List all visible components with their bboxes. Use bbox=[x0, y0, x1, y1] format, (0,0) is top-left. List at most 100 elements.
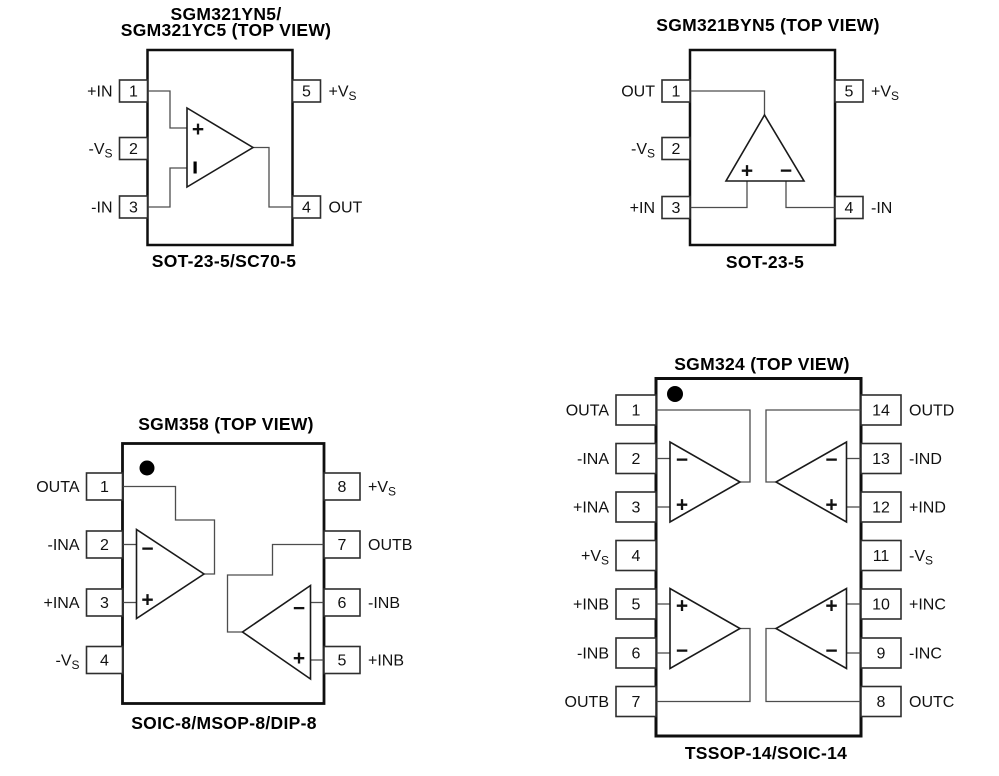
pin-5-box bbox=[615, 588, 657, 620]
pin-5-box bbox=[834, 79, 864, 103]
noninverting-input-marker: + bbox=[141, 589, 153, 612]
pin-5-label: +VS bbox=[329, 84, 357, 104]
connection-wire bbox=[765, 627, 861, 703]
pin-2-box bbox=[615, 442, 657, 475]
pin-3-box bbox=[615, 491, 657, 523]
pin-11-label: -VS bbox=[909, 548, 933, 568]
pin-1-number: 1 bbox=[672, 84, 681, 101]
opamp-triangle bbox=[774, 587, 848, 670]
pin-2-box bbox=[661, 136, 691, 161]
opamp-triangle bbox=[241, 583, 312, 681]
pin-3-label: -IN bbox=[91, 200, 112, 217]
pin-7-number: 7 bbox=[632, 694, 641, 711]
title-line: SGM358 (TOP VIEW) bbox=[138, 414, 314, 434]
package-caption-soic8-msop8-dip8: SOIC-8/MSOP-8/DIP-8 bbox=[131, 713, 317, 733]
inverting-input-marker: − bbox=[141, 538, 153, 561]
pin-1-box bbox=[661, 79, 691, 103]
package-caption-tssop14-soic14: TSSOP-14/SOIC-14 bbox=[684, 743, 848, 763]
pin-4-box bbox=[291, 195, 322, 219]
noninverting-input-marker: + bbox=[676, 494, 688, 517]
noninverting-input-marker: + bbox=[192, 118, 204, 141]
pin-13-box bbox=[860, 442, 902, 475]
pin-7-number: 7 bbox=[338, 537, 347, 554]
package-body bbox=[654, 377, 863, 738]
pin-1-label: +IN bbox=[87, 84, 112, 101]
pin-6-box bbox=[615, 637, 657, 669]
pin-1-number: 1 bbox=[129, 84, 138, 101]
pin1-indicator-dot bbox=[667, 386, 683, 402]
pin-3-label: +INA bbox=[43, 595, 79, 612]
pin-9-number: 9 bbox=[877, 646, 886, 663]
diagram-sgm324-title: SGM324 (TOP VIEW) bbox=[674, 354, 850, 374]
pin-1-label: OUT bbox=[621, 84, 655, 101]
opamp-triangle bbox=[135, 528, 206, 620]
pin-8-label: OUTC bbox=[909, 694, 954, 711]
pin-4-box bbox=[615, 539, 657, 572]
pin-3-box bbox=[118, 195, 149, 219]
connection-wire bbox=[785, 181, 835, 209]
connection-wire bbox=[656, 409, 751, 483]
pin-1-label: OUTA bbox=[566, 403, 610, 420]
pin-7-label: OUTB bbox=[368, 537, 412, 554]
pin-5-number: 5 bbox=[845, 84, 854, 101]
pin-1-number: 1 bbox=[632, 403, 641, 420]
pin-3-box bbox=[85, 588, 124, 617]
pin-4-box bbox=[85, 645, 124, 675]
opamp-triangle bbox=[724, 113, 806, 182]
pin-6-label: -INB bbox=[368, 595, 400, 612]
pin-3-number: 3 bbox=[672, 200, 681, 217]
opamp-triangle bbox=[774, 440, 848, 524]
connection-wire bbox=[690, 181, 748, 209]
pin-3-number: 3 bbox=[129, 200, 138, 217]
pin-8-number: 8 bbox=[338, 479, 347, 496]
pin-6-box bbox=[323, 588, 361, 617]
inverting-input-marker: − bbox=[825, 640, 837, 663]
pin-10-box bbox=[860, 588, 902, 620]
pin-10-label: +INC bbox=[909, 597, 946, 614]
pin-2-label: -INA bbox=[577, 451, 609, 468]
connection-wire bbox=[122, 485, 216, 575]
inverting-input-bar bbox=[193, 161, 197, 174]
pin-13-label: -IND bbox=[909, 451, 942, 468]
pin-10-number: 10 bbox=[872, 597, 890, 614]
inverting-input-marker: − bbox=[293, 597, 305, 620]
pin-5-number: 5 bbox=[302, 84, 311, 101]
pin-4-number: 4 bbox=[632, 548, 641, 565]
pin-11-box bbox=[860, 539, 902, 572]
pin-5-label: +INB bbox=[368, 653, 404, 670]
pin-2-number: 2 bbox=[632, 451, 641, 468]
pin-7-label: OUTB bbox=[565, 694, 609, 711]
pin-3-label: +IN bbox=[630, 200, 655, 217]
noninverting-input-marker: + bbox=[293, 647, 305, 670]
pin-8-number: 8 bbox=[877, 694, 886, 711]
pin-8-label: +VS bbox=[368, 479, 396, 499]
pin-4-number: 4 bbox=[302, 200, 311, 217]
pin-5-box bbox=[323, 645, 361, 675]
pin-12-label: +IND bbox=[909, 500, 946, 517]
title-line: SGM324 (TOP VIEW) bbox=[674, 354, 850, 374]
pin-4-label: -IN bbox=[871, 200, 892, 217]
pin-6-number: 6 bbox=[338, 595, 347, 612]
pin-3-box bbox=[661, 195, 691, 220]
pin-2-number: 2 bbox=[672, 141, 681, 158]
package-caption-sot23-5: SOT-23-5 bbox=[725, 252, 805, 272]
pin-3-number: 3 bbox=[632, 500, 641, 517]
inverting-input-marker: − bbox=[780, 160, 792, 183]
pin-7-box bbox=[323, 530, 361, 559]
pin-6-label: -INB bbox=[577, 646, 609, 663]
pin-5-label: +INB bbox=[573, 597, 609, 614]
pin-3-label: +INA bbox=[573, 500, 609, 517]
inverting-input-marker: − bbox=[676, 640, 688, 663]
pin-4-label: OUT bbox=[329, 200, 363, 217]
diagram-sgm321y-title: SGM321YN5/ SGM321YC5 (TOP VIEW) bbox=[120, 5, 332, 40]
noninverting-input-marker: + bbox=[676, 595, 688, 618]
diagram-sgm358-title: SGM358 (TOP VIEW) bbox=[138, 414, 314, 434]
pin-1-box bbox=[85, 472, 124, 501]
pin-1-box bbox=[615, 394, 657, 426]
title-line: SGM321YC5 (TOP VIEW) bbox=[120, 20, 332, 40]
pin-6-number: 6 bbox=[632, 646, 641, 663]
